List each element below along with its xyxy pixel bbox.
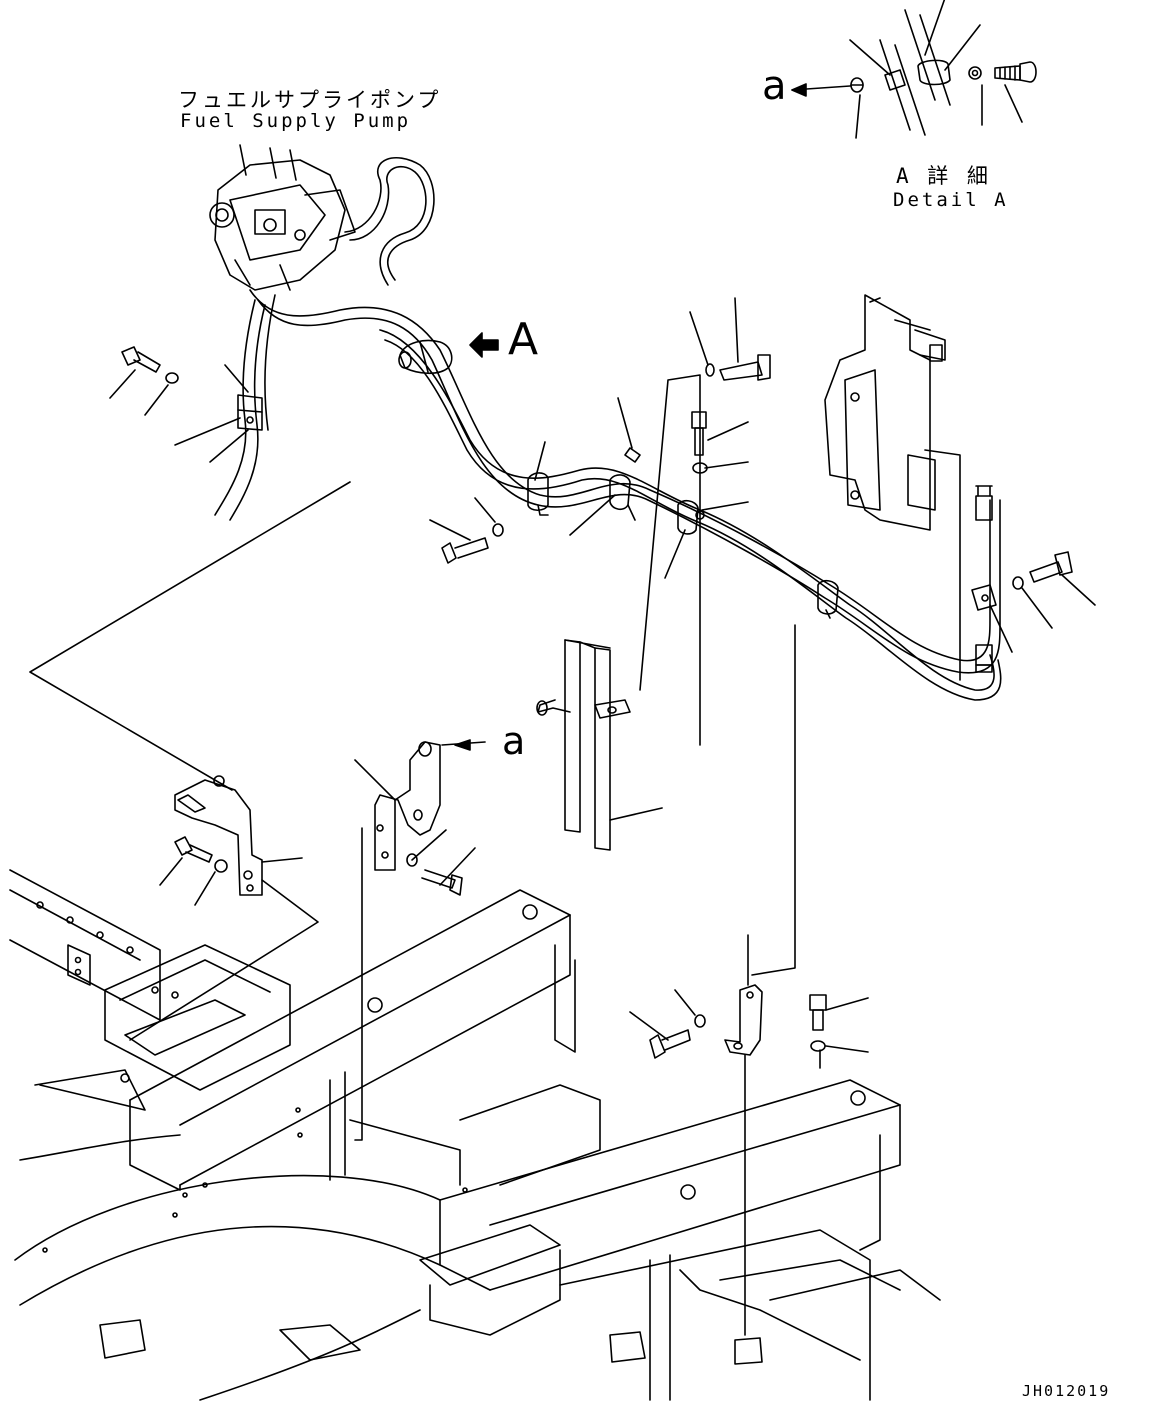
fuel-hose-upper-loop — [344, 156, 435, 286]
support-bracket-center — [354, 739, 486, 1141]
view-a-arrow — [469, 332, 499, 358]
vertical-channel-member — [536, 639, 663, 851]
view-a-label: A — [508, 314, 539, 365]
detail-a-label-en: Detail A — [893, 189, 1009, 211]
chassis-frame — [9, 869, 941, 1401]
bolt-center-left — [429, 397, 641, 564]
hose-clamp-center-1 — [527, 472, 549, 516]
hose-clamp-center-2 — [609, 474, 636, 521]
fuel-hose-left-branch — [214, 294, 276, 521]
hose-clamp-far-right — [971, 584, 997, 611]
pump-label-jp: フュエルサプライポンプ — [178, 88, 442, 112]
detail-a-label-jp: A 詳 細 — [896, 164, 991, 188]
fuel-hose-return — [379, 329, 1002, 701]
pump-label-en: Fuel Supply Pump — [180, 110, 412, 132]
bolt-right — [989, 551, 1096, 653]
hose-clamp-left — [237, 394, 263, 431]
hose-clamp-right — [817, 579, 839, 619]
support-bracket-left — [29, 481, 351, 1041]
fuel-supply-pump — [209, 144, 356, 291]
bolt-left-upper — [109, 346, 249, 463]
bolt-center-right — [639, 297, 771, 746]
support-bracket-lower — [629, 624, 869, 1336]
ref-a-detail-label: a — [762, 63, 787, 109]
detail-a-assembly — [791, 0, 1037, 139]
fuel-hose-main — [249, 289, 1001, 674]
ref-a-bracket-label: a — [502, 719, 526, 763]
hose-clamp-view-a — [398, 339, 453, 375]
hose-end-fitting-right — [975, 485, 993, 673]
drawing-code: JH012019 — [1022, 1382, 1111, 1400]
mounting-bracket-right — [824, 294, 961, 681]
